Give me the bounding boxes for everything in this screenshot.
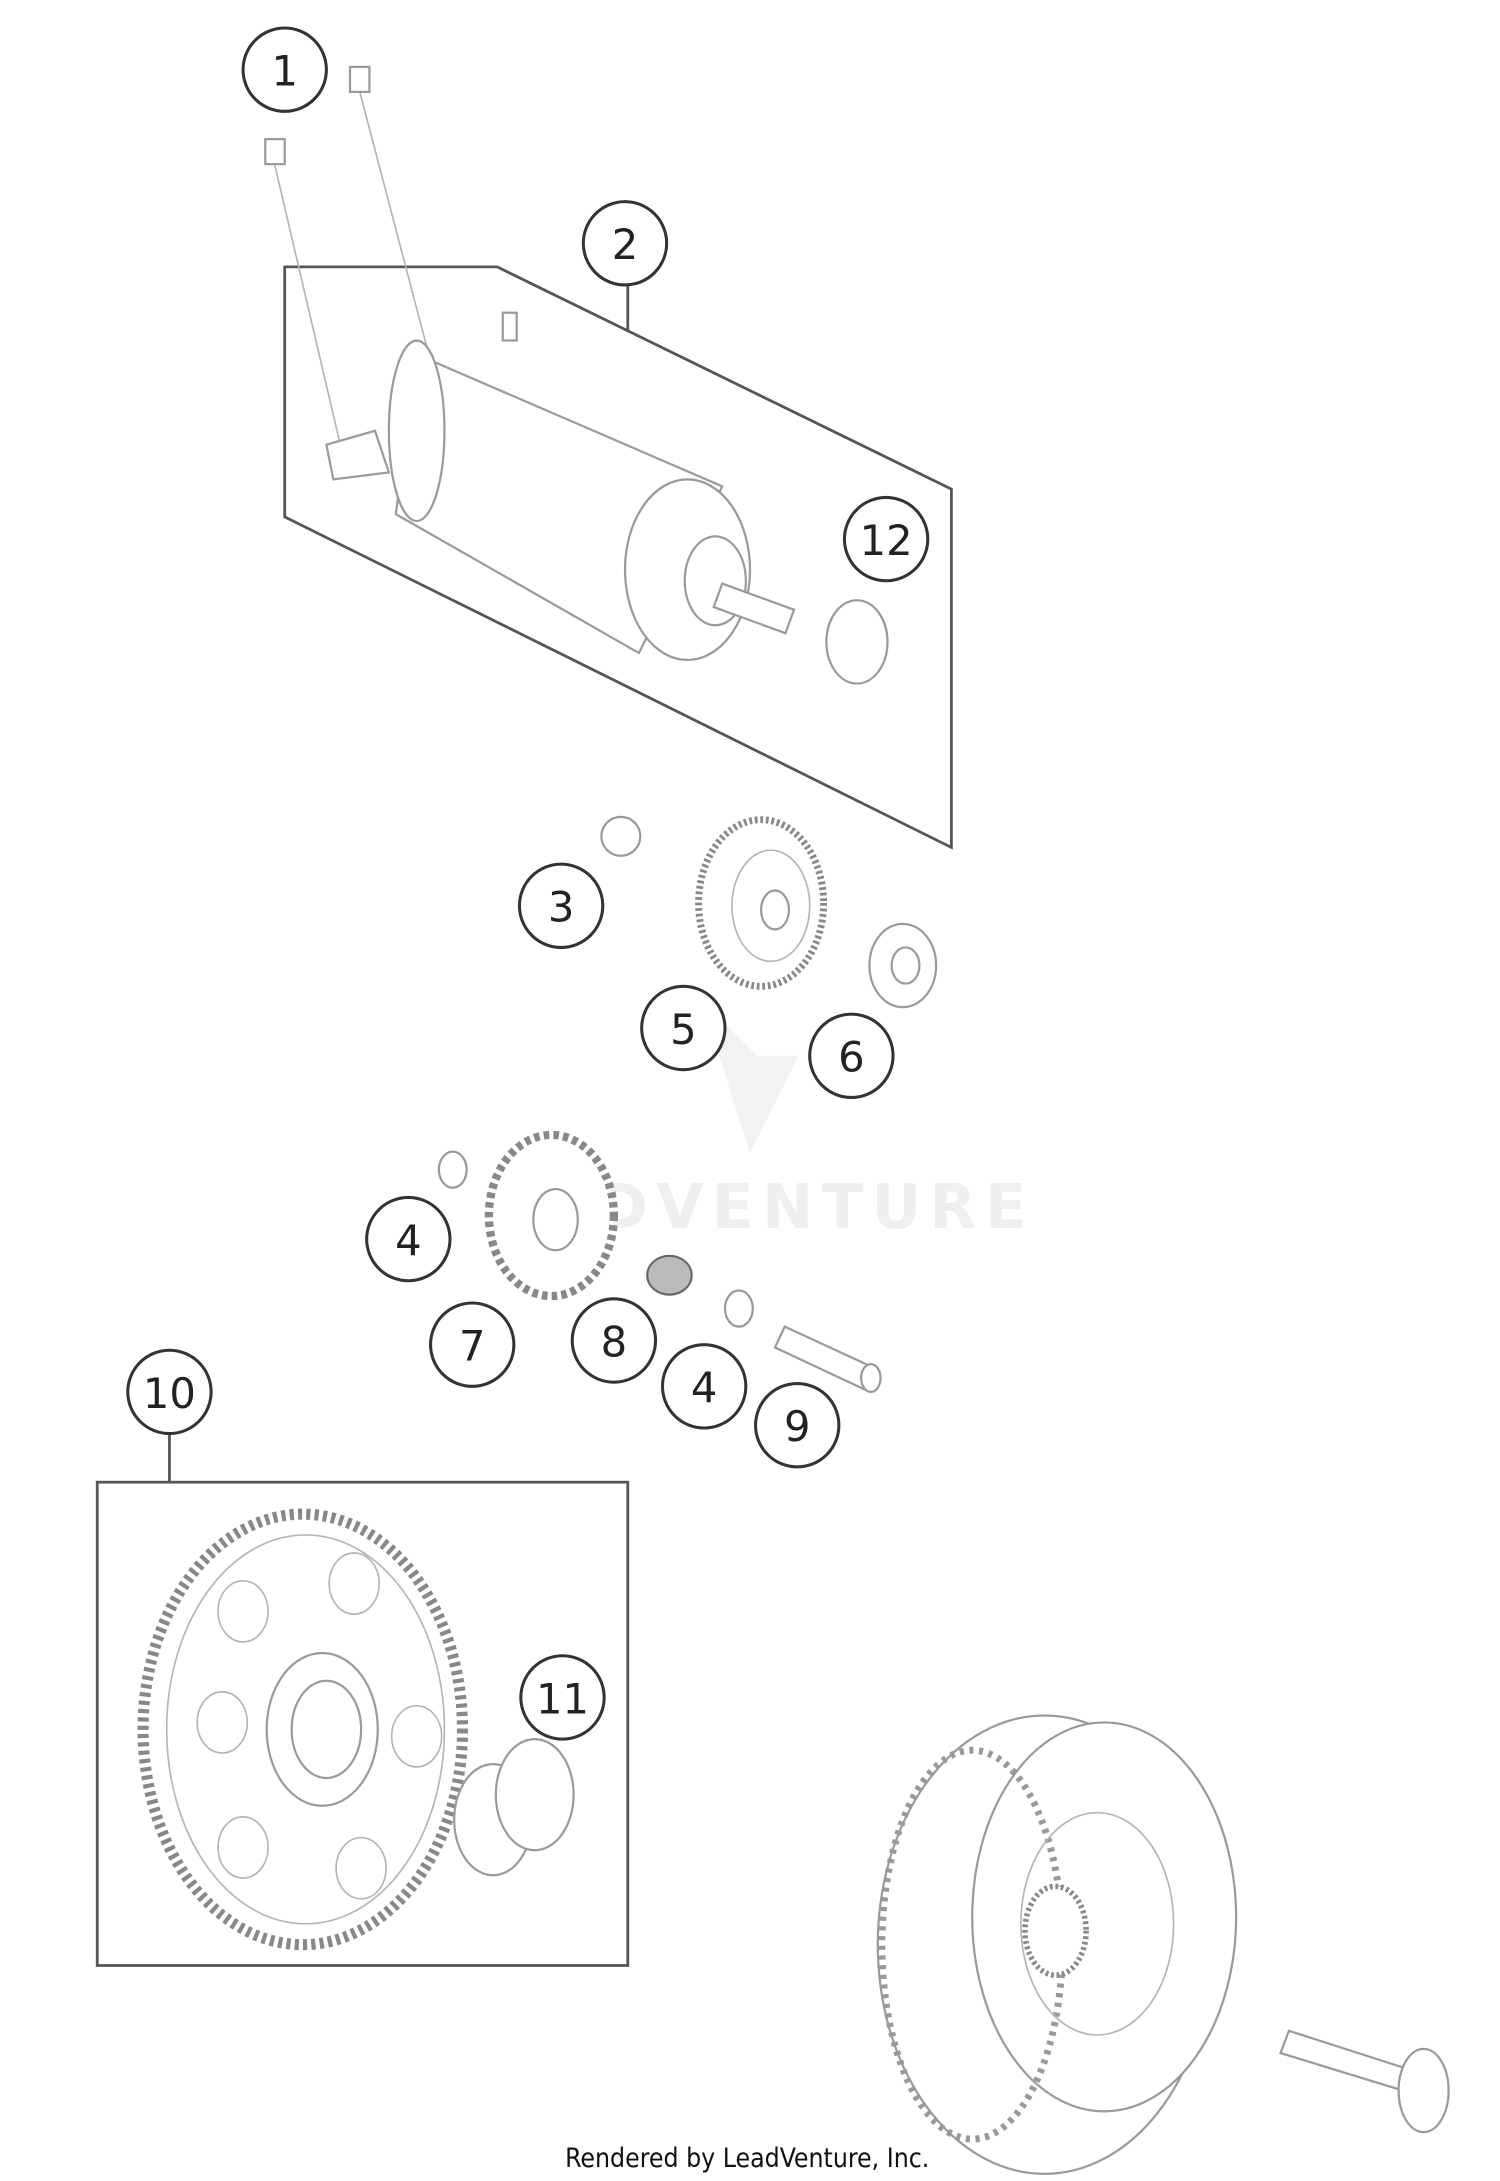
freewheel-part — [453, 1737, 575, 1877]
svg-text:3: 3 — [548, 883, 575, 932]
washer-part — [437, 1150, 468, 1189]
callout-4[interactable]: 4 — [660, 1343, 748, 1430]
screw-part — [264, 65, 432, 445]
svg-text:1: 1 — [271, 47, 298, 96]
callout-7[interactable]: 7 — [429, 1301, 516, 1388]
callout-6[interactable]: 6 — [808, 1012, 895, 1099]
svg-text:6: 6 — [838, 1033, 865, 1082]
callout-10[interactable]: 10 — [126, 1348, 213, 1436]
gear-part-7 — [484, 1130, 619, 1301]
callout-5[interactable]: 5 — [640, 984, 727, 1072]
shaft-part — [773, 1325, 882, 1393]
starter-motor-part — [325, 311, 796, 662]
o-ring-part — [825, 599, 889, 685]
assembly-box-2 — [283, 265, 953, 850]
large-gear-part — [137, 1508, 469, 1951]
svg-text:4: 4 — [691, 1363, 718, 1412]
bearing-part — [868, 922, 938, 1009]
svg-text:DVENTURE: DVENTURE — [597, 1172, 1035, 1243]
svg-text:9: 9 — [784, 1402, 811, 1451]
washer-part — [723, 1289, 754, 1328]
credit-text: Rendered by LeadVenture, Inc. — [565, 2144, 929, 2174]
callout-11[interactable]: 11 — [519, 1654, 606, 1741]
bushing-part — [600, 815, 642, 857]
svg-text:5: 5 — [670, 1005, 697, 1054]
svg-text:8: 8 — [601, 1317, 628, 1366]
callout-1[interactable]: 1 — [241, 26, 328, 113]
svg-text:4: 4 — [395, 1216, 422, 1265]
callout-4[interactable]: 4 — [365, 1195, 452, 1283]
gear-part-5 — [695, 816, 828, 990]
svg-text:2: 2 — [612, 220, 639, 269]
svg-text:12: 12 — [860, 516, 913, 565]
bolt-part — [1279, 2029, 1450, 2134]
watermark: DVENTURE — [597, 1000, 1035, 1243]
callout-9[interactable]: 9 — [754, 1382, 841, 1469]
callout-12[interactable]: 12 — [842, 495, 930, 583]
flywheel-part — [876, 1714, 1238, 2175]
callout-2[interactable]: 2 — [581, 200, 669, 287]
callout-8[interactable]: 8 — [570, 1297, 658, 1384]
svg-text:11: 11 — [536, 1674, 589, 1723]
assembly-box-10 — [95, 1480, 630, 1967]
svg-text:10: 10 — [143, 1369, 196, 1418]
callout-3[interactable]: 3 — [517, 862, 605, 949]
needle-bearing-part — [646, 1254, 693, 1296]
svg-text:7: 7 — [459, 1322, 486, 1371]
